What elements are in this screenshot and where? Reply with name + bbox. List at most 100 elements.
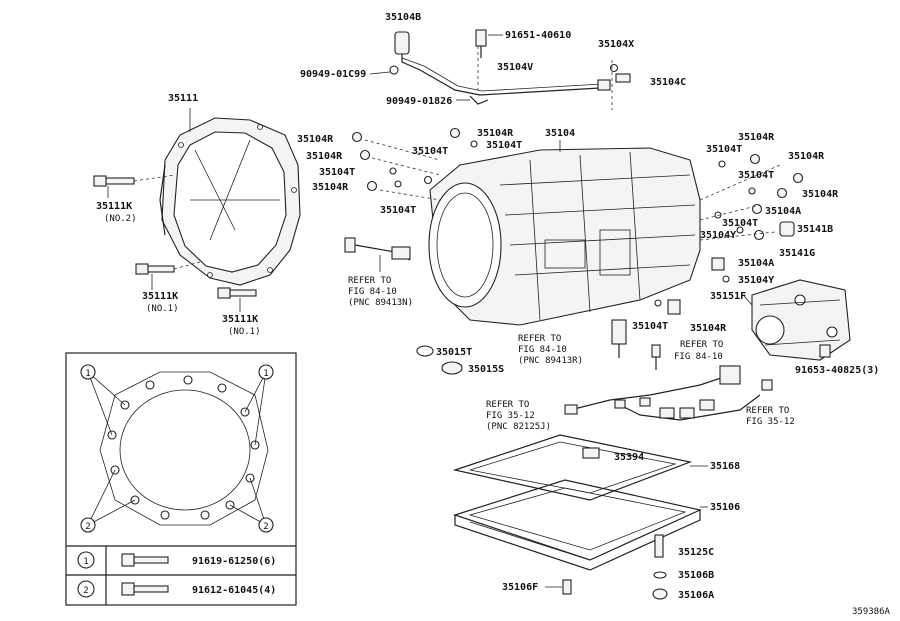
label-35104t-r2: 35104T (738, 170, 774, 181)
oring-35104t-r1 (718, 160, 726, 168)
bolt-91651 (475, 29, 487, 47)
label-35104t-l2: 35104T (380, 205, 416, 216)
label-35104: 35104 (545, 128, 575, 139)
label-35104b: 35104B (385, 12, 421, 23)
housing-bolts (93, 174, 257, 312)
solenoid-mid (611, 319, 661, 370)
bolt-35111k-no1-a (135, 261, 201, 290)
label-35104t-r1: 35104T (706, 144, 742, 155)
label-35104c: 35104C (650, 77, 686, 88)
callout-2-bottom-left (80, 517, 96, 533)
transmission-housing-35111 (159, 108, 301, 286)
label-refer4-line1: REFER TO (486, 400, 529, 410)
part-labels: 35104B 91651-40610 35104X 35104V 90949-0… (96, 12, 891, 617)
solenoid-cover-35151f (751, 279, 851, 361)
bell-opening (428, 182, 502, 308)
oring-35141g (753, 229, 765, 241)
label-35104r-a: 35104R (477, 128, 514, 139)
label-35394: 35394 (614, 452, 644, 463)
dipstick-cap (394, 31, 410, 55)
label-35111: 35111 (168, 93, 198, 104)
label-35104t-top: 35104T (412, 146, 448, 157)
label-refer2-line3: (PNC 89413R) (518, 356, 583, 366)
plug-35104r-l3 (366, 180, 378, 192)
label-refer1-line1: REFER TO (348, 276, 391, 286)
oring-35015t (416, 345, 434, 357)
label-91653-40825: 91653-40825(3) (795, 365, 879, 376)
plug-35104r-l2 (359, 149, 371, 161)
svg-text:91619-61250(6): 91619-61250(6) (192, 556, 276, 567)
legend-bolt-1-icon (121, 553, 135, 567)
label-refer2-line2: FIG 84-10 (518, 345, 567, 355)
svg-text:2: 2 (83, 586, 88, 596)
svg-text:2: 2 (263, 522, 268, 532)
label-35104r-m: 35104R (690, 323, 727, 334)
label-35106a: 35106A (678, 590, 714, 601)
bolt-35111k-no1-b (217, 287, 257, 312)
label-refer1-line3: (PNC 89413N) (348, 298, 413, 308)
bolt-35111k-no2 (93, 174, 176, 198)
label-refer5-line2: FIG 35-12 (746, 417, 795, 427)
plug-35104r-a (449, 127, 461, 139)
plug-35106a (652, 588, 668, 600)
label-91651-40610: 91651-40610 (505, 30, 571, 41)
oring-35104t-l2 (394, 180, 402, 188)
label-35104t-r3: 35104T (722, 218, 758, 229)
plug-35141b (779, 221, 795, 237)
svg-text:1: 1 (85, 369, 90, 379)
label-35111k-c: 35111K (222, 314, 258, 325)
oring-35104y-r2 (722, 275, 730, 283)
bolt-legend-box: 1 1 2 2 1 91619-61250(6) 2 91612-61045(4… (65, 352, 297, 606)
label-35104y-r2: 35104Y (738, 275, 774, 286)
tube-bracket (469, 95, 489, 105)
label-35104y-r: 35104Y (700, 230, 736, 241)
label-35104r-r3: 35104R (802, 189, 839, 200)
case-plugs-and-orings (351, 127, 804, 315)
plug-35106f (562, 579, 572, 595)
svg-text:1: 1 (263, 369, 268, 379)
label-35106f: 35106F (502, 582, 538, 593)
label-35104x: 35104X (598, 39, 634, 50)
callout-1-top-right (258, 364, 274, 380)
diagram-id: 359386A (852, 607, 891, 617)
plug-35104r-r3 (776, 187, 788, 199)
magnet-35394 (582, 447, 600, 459)
speed-sensor-left (344, 237, 411, 272)
legend-callout-2 (77, 580, 95, 598)
oring-35104t-l (389, 167, 397, 175)
label-35125c: 35125C (678, 547, 714, 558)
label-35151f: 35151F (710, 291, 746, 302)
label-35015t: 35015T (436, 347, 472, 358)
oring-35104t-m (654, 299, 662, 307)
label-refer1-line2: FIG 84-10 (348, 287, 397, 297)
label-no1-c: (NO.1) (228, 327, 261, 337)
label-35106b: 35106B (678, 570, 714, 581)
label-35104v: 35104V (497, 62, 533, 73)
label-35141g: 35141G (779, 248, 815, 259)
label-refer5-line1: REFER TO (746, 406, 789, 416)
label-35104r-l1: 35104R (297, 134, 334, 145)
bolt-hole-ring (107, 375, 260, 520)
label-35104r-r1: 35104R (738, 132, 775, 143)
label-refer3-line1: REFER TO (680, 340, 723, 350)
label-35141b: 35141B (797, 224, 833, 235)
elbow-35104c (615, 73, 631, 83)
bolt-35125c (654, 534, 664, 558)
oring-35104t-r3 (714, 211, 722, 219)
gasket-35106b (653, 571, 667, 579)
oring-35104y (736, 226, 744, 234)
label-35104r-l3: 35104R (312, 182, 349, 193)
label-35111k-b: 35111K (142, 291, 178, 302)
label-refer3-line2: FIG 84-10 (674, 352, 723, 362)
oring-35104t-a (470, 140, 478, 148)
label-35104r-r2: 35104R (788, 151, 825, 162)
callout-2-bottom-right (258, 517, 274, 533)
svg-text:1: 1 (83, 557, 88, 567)
legend-callout-1 (77, 551, 95, 569)
plug-35104a-r2 (711, 257, 725, 271)
svg-text:2: 2 (85, 522, 90, 532)
plug-35104a-r (751, 203, 763, 215)
label-35104a-r2: 35104A (738, 258, 774, 269)
transmission-case-35104 (428, 140, 701, 326)
